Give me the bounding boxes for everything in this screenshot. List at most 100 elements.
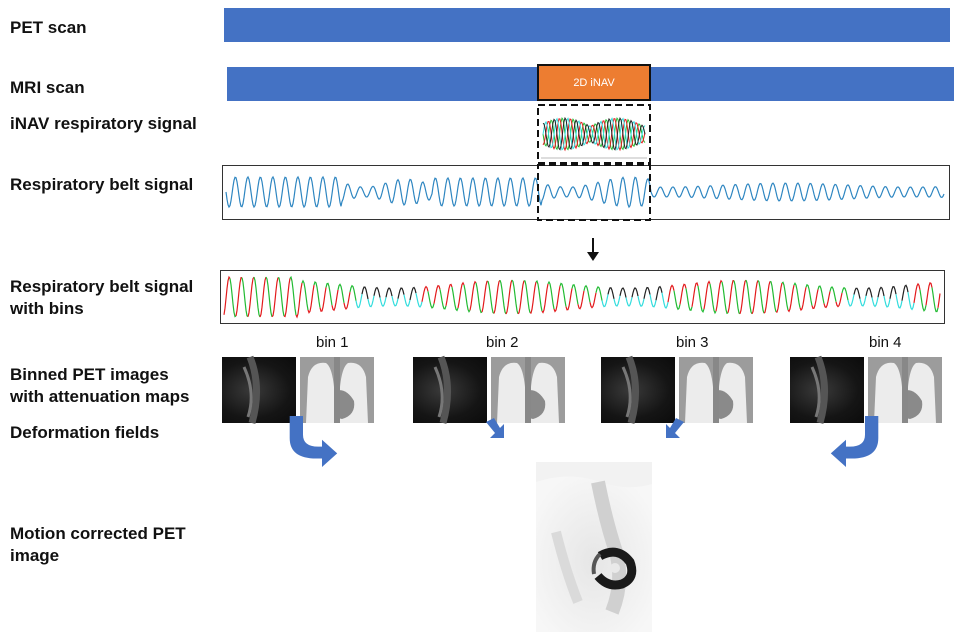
binned-belt-segment	[679, 283, 687, 305]
binned-belt-segment	[661, 292, 669, 310]
binned-belt-segment	[415, 293, 423, 308]
belt-signal-frame	[222, 165, 950, 220]
binned-belt-segment	[523, 280, 531, 313]
binned-belt-segment	[757, 280, 765, 314]
binned-belt-segment	[889, 286, 897, 299]
binned-belt-segment	[901, 284, 909, 301]
binned-belt-segment	[595, 285, 603, 301]
binned-belt-segment	[931, 287, 939, 313]
binned-belt-segment	[589, 292, 597, 309]
binned-belt-segment	[865, 287, 873, 298]
binned-belt-segment	[763, 281, 771, 314]
label-binned-pet: Binned PET images with attenuation maps	[10, 364, 189, 408]
binned-belt-segment	[925, 282, 933, 306]
binned-belt-segment	[529, 281, 537, 314]
binned-belt-segment	[439, 289, 447, 310]
binned-belt-segment	[259, 276, 267, 318]
binned-belt-segment	[739, 279, 747, 314]
belt-signal-trace	[225, 175, 945, 209]
binned-belt-segment	[829, 286, 837, 302]
binned-belt-segment	[505, 279, 513, 315]
arrow-bin1	[289, 416, 338, 467]
binned-belt-segment	[385, 287, 393, 298]
binned-belt-segment	[367, 295, 375, 308]
binned-belt-segment	[421, 285, 429, 302]
binned-belt-segment	[655, 285, 663, 301]
binned-belt-segment	[283, 278, 291, 318]
label-belt-bins: Respiratory belt signal with bins	[10, 276, 193, 320]
bin-2-title: bin 2	[486, 334, 519, 351]
binned-belt-segment	[697, 285, 705, 313]
binned-belt-segment	[793, 282, 801, 308]
binned-belt-segment	[721, 281, 729, 315]
inav-signal-plot	[537, 104, 651, 164]
label-pet-scan: PET scan	[10, 18, 87, 37]
binned-belt-segment	[355, 293, 363, 309]
binned-belt-segment	[577, 290, 585, 310]
arrow-bin4	[830, 416, 879, 467]
binned-belt-segment	[391, 295, 399, 307]
binned-belt-segment	[775, 282, 783, 313]
binned-belt-segment	[343, 291, 351, 310]
binned-belt-segment	[799, 287, 807, 312]
bin-2-attenuation-map	[491, 357, 565, 423]
binned-belt-segment	[709, 283, 717, 315]
binned-belt-segment	[625, 297, 633, 307]
bin-1-title: bin 1	[316, 334, 349, 351]
binned-belt-segment	[295, 282, 303, 319]
label-belt-bins-line1: Respiratory belt signal	[10, 277, 194, 296]
bin-4-title: bin 4	[869, 334, 902, 351]
binned-belt-segment	[685, 288, 693, 311]
label-binned-pet-line2: with attenuation maps	[10, 387, 190, 406]
binned-belt-segment	[871, 297, 879, 308]
label-belt-signal: Respiratory belt signal	[10, 175, 194, 194]
binned-belt-segment	[541, 283, 549, 314]
label-mri-scan: MRI scan	[10, 78, 85, 97]
bin-3-title: bin 3	[676, 334, 709, 351]
binned-belt-segment	[715, 279, 723, 312]
binned-belt-segment	[583, 284, 591, 303]
binned-belt-segment	[787, 284, 795, 313]
binned-belt-segment	[451, 286, 459, 312]
binned-belt-segment	[643, 286, 651, 299]
binned-belt-segment	[265, 276, 273, 317]
binned-belt-segment	[313, 280, 321, 308]
binned-belt-segment	[805, 283, 813, 306]
binned-belt-segment	[517, 280, 525, 315]
arrow-bin2	[486, 418, 504, 438]
label-binned-pet-line1: Binned PET images	[10, 365, 169, 384]
binned-belt-segment	[397, 287, 405, 299]
binned-belt-signal-plot	[220, 270, 945, 324]
binned-belt-segment	[571, 284, 579, 305]
label-motion-line2: image	[10, 546, 60, 565]
binned-belt-segment	[253, 276, 261, 318]
binned-belt-segment	[835, 292, 843, 308]
bin-4-attenuation-map	[868, 357, 942, 423]
binned-belt-segment	[613, 295, 621, 307]
binned-belt-segment	[481, 280, 489, 313]
binned-belt-segment	[733, 280, 741, 315]
binned-belt-segment	[229, 278, 237, 318]
pet-scan-bar	[224, 8, 950, 42]
binned-belt-segment	[361, 286, 369, 300]
binned-belt-segment	[553, 285, 561, 313]
label-motion-corrected: Motion corrected PET image	[10, 523, 186, 567]
binned-belt-segment	[379, 297, 387, 308]
binned-belt-segment	[607, 287, 615, 300]
binned-belt-segment	[883, 295, 891, 308]
binned-belt-segment	[409, 286, 417, 301]
binned-belt-segment	[907, 292, 915, 311]
binned-belt-segment	[475, 282, 483, 314]
binned-belt-segment	[457, 281, 465, 309]
binned-belt-segment	[649, 294, 657, 308]
binned-belt-segment	[445, 283, 453, 306]
binned-belt-segment	[373, 286, 381, 298]
binned-belt-segment	[427, 291, 435, 309]
binned-belt-segment	[745, 279, 753, 315]
binned-belt-segment	[433, 284, 441, 304]
binned-belt-segment	[667, 284, 675, 303]
binned-belt-segment	[727, 280, 735, 313]
binned-belt-segment	[247, 276, 255, 317]
binned-belt-traces	[223, 275, 941, 319]
binned-belt-segment	[919, 289, 927, 312]
